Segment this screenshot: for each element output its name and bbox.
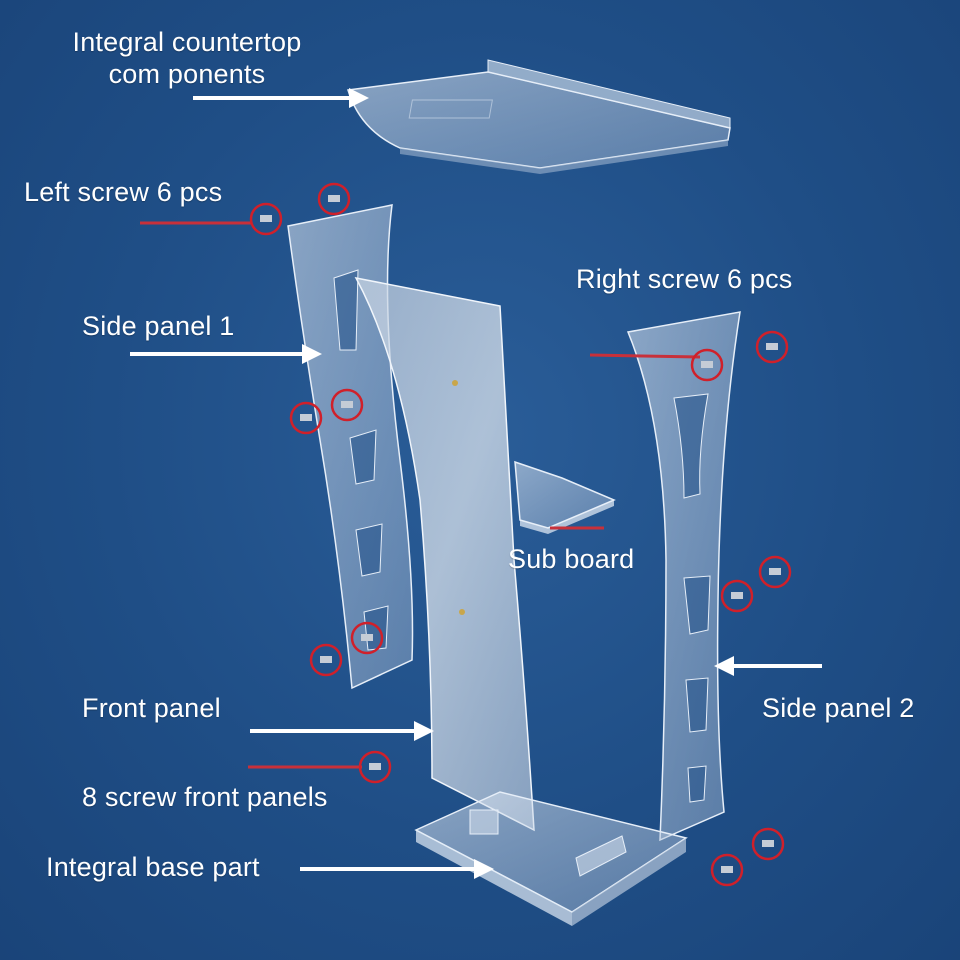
sub-board — [514, 460, 616, 534]
screw-icon — [289, 401, 323, 435]
screw-icon — [690, 348, 724, 382]
countertop-label: Integral countertop com ponents — [52, 26, 322, 90]
front-screws-label: 8 screw front panels — [82, 782, 328, 812]
countertop-component — [347, 59, 731, 174]
screw-icon — [358, 750, 392, 784]
screw-icon — [710, 853, 744, 887]
countertop-label-line1: Integral countertop — [72, 27, 302, 57]
left-screw-label: Left screw 6 pcs — [24, 177, 223, 207]
countertop-label-line2: com ponents — [108, 59, 266, 89]
screw-icon — [720, 579, 754, 613]
sub-board-label: Sub board — [508, 544, 635, 574]
screw-icon — [330, 388, 364, 422]
base-part-label: Integral base part — [46, 852, 260, 882]
red-pointer-lines — [140, 221, 701, 769]
screw-icon — [309, 643, 343, 677]
screw-icon — [758, 555, 792, 589]
pointer-arrows — [130, 88, 822, 879]
screw-icon — [249, 202, 283, 236]
side-panel-1 — [287, 204, 414, 690]
right-screw-label: Right screw 6 pcs — [576, 264, 793, 294]
side-panel-2 — [626, 311, 741, 842]
screw-icon — [350, 621, 384, 655]
screw-icon — [317, 182, 351, 216]
screw-markers — [249, 182, 792, 887]
integral-base-part — [414, 791, 688, 926]
side-panel-1-label: Side panel 1 — [82, 311, 235, 341]
screw-icon — [755, 330, 789, 364]
side-panel-2-label: Side panel 2 — [762, 693, 915, 723]
front-panel-label: Front panel — [82, 693, 221, 723]
screw-icon — [751, 827, 785, 861]
